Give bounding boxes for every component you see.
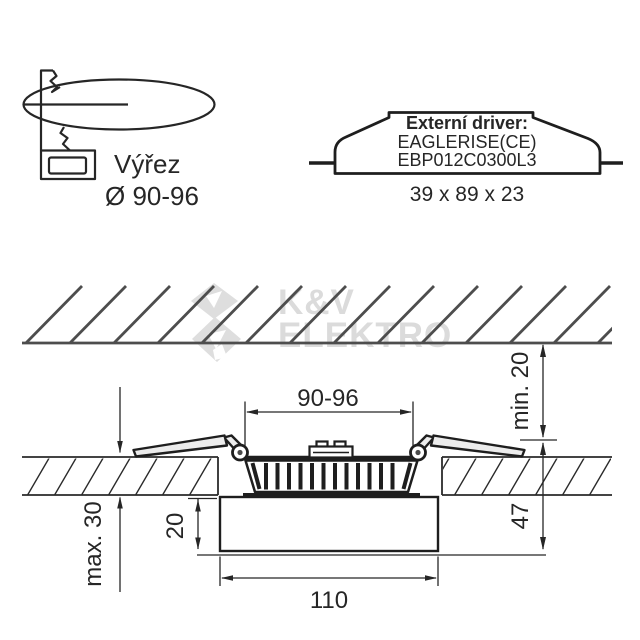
cutout-illustration [22, 69, 216, 181]
dim-cutout-width: 90-96 [297, 385, 359, 412]
dim-clearance-above: min. 20 [507, 351, 534, 431]
driver-outline [309, 111, 623, 175]
ceiling-section-left [22, 456, 219, 496]
terminal-block [308, 440, 354, 459]
upper-ceiling-hatch [22, 285, 612, 345]
heatsink-fins [243, 459, 420, 496]
driver-manufacturer: EAGLERISE(CE) [397, 131, 537, 152]
cutout-label: Výřez [114, 149, 181, 179]
dim-ceiling-thickness: max. 30 [80, 501, 107, 587]
dim-total-height: 47 [507, 502, 534, 530]
ceiling-section-right [441, 456, 612, 496]
hinge-pivot-left [231, 443, 249, 462]
bezel-body [218, 495, 440, 553]
driver-text: Externí driver: EAGLERISE(CE) EBP012C030… [336, 114, 598, 170]
dim-bezel-height: 20 [162, 512, 189, 540]
dimension-lines [119, 345, 557, 592]
dimension-arrows [117, 344, 546, 581]
driver-size-label: 39 x 89 x 23 [409, 183, 525, 206]
driver-model: EBP012C0300L3 [397, 150, 537, 170]
downlight-fixture [132, 434, 526, 553]
driver-title: Externí driver: [405, 113, 529, 133]
hinge-pivot-right [409, 443, 427, 462]
dim-outer-width: 110 [309, 587, 349, 614]
cutout-diameter-label: Ø 90-96 [105, 181, 199, 211]
